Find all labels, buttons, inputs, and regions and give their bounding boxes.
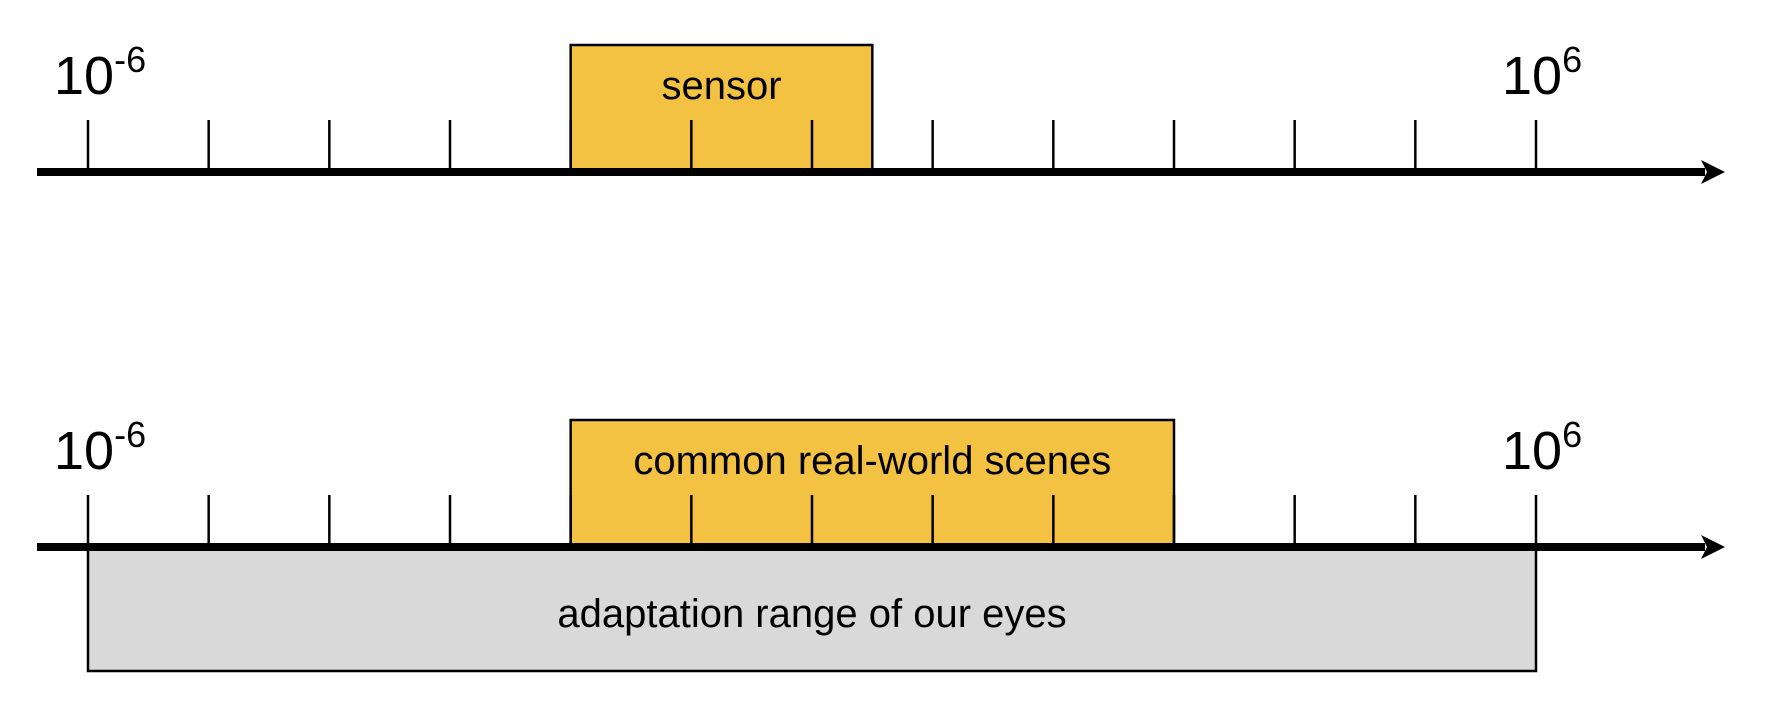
range-label-1: adaptation range of our eyes (557, 592, 1066, 636)
range-label-0: sensor (661, 64, 781, 108)
label-base: 10 (54, 421, 114, 481)
axis-max-label: 106 (1502, 39, 1582, 106)
range-box-0 (569, 43, 874, 174)
range-box-1 (86, 545, 1538, 673)
axis-min-label: 10-6 (54, 39, 146, 106)
label-exponent: -6 (114, 414, 146, 455)
label-exponent: 6 (1562, 39, 1582, 80)
scene-axis: common real-world scenes adaptation range… (37, 414, 1725, 673)
label-base: 10 (54, 46, 114, 106)
range-label-0: common real-world scenes (633, 439, 1111, 483)
arrow-head-icon (1701, 535, 1725, 559)
arrow-head-icon (1701, 160, 1725, 184)
axis-min-label: 10-6 (54, 414, 146, 481)
range-box-0 (569, 418, 1176, 549)
label-base: 10 (1502, 46, 1562, 106)
axis-max-label: 106 (1502, 414, 1582, 481)
label-exponent: 6 (1562, 414, 1582, 455)
label-exponent: -6 (114, 39, 146, 80)
label-base: 10 (1502, 421, 1562, 481)
